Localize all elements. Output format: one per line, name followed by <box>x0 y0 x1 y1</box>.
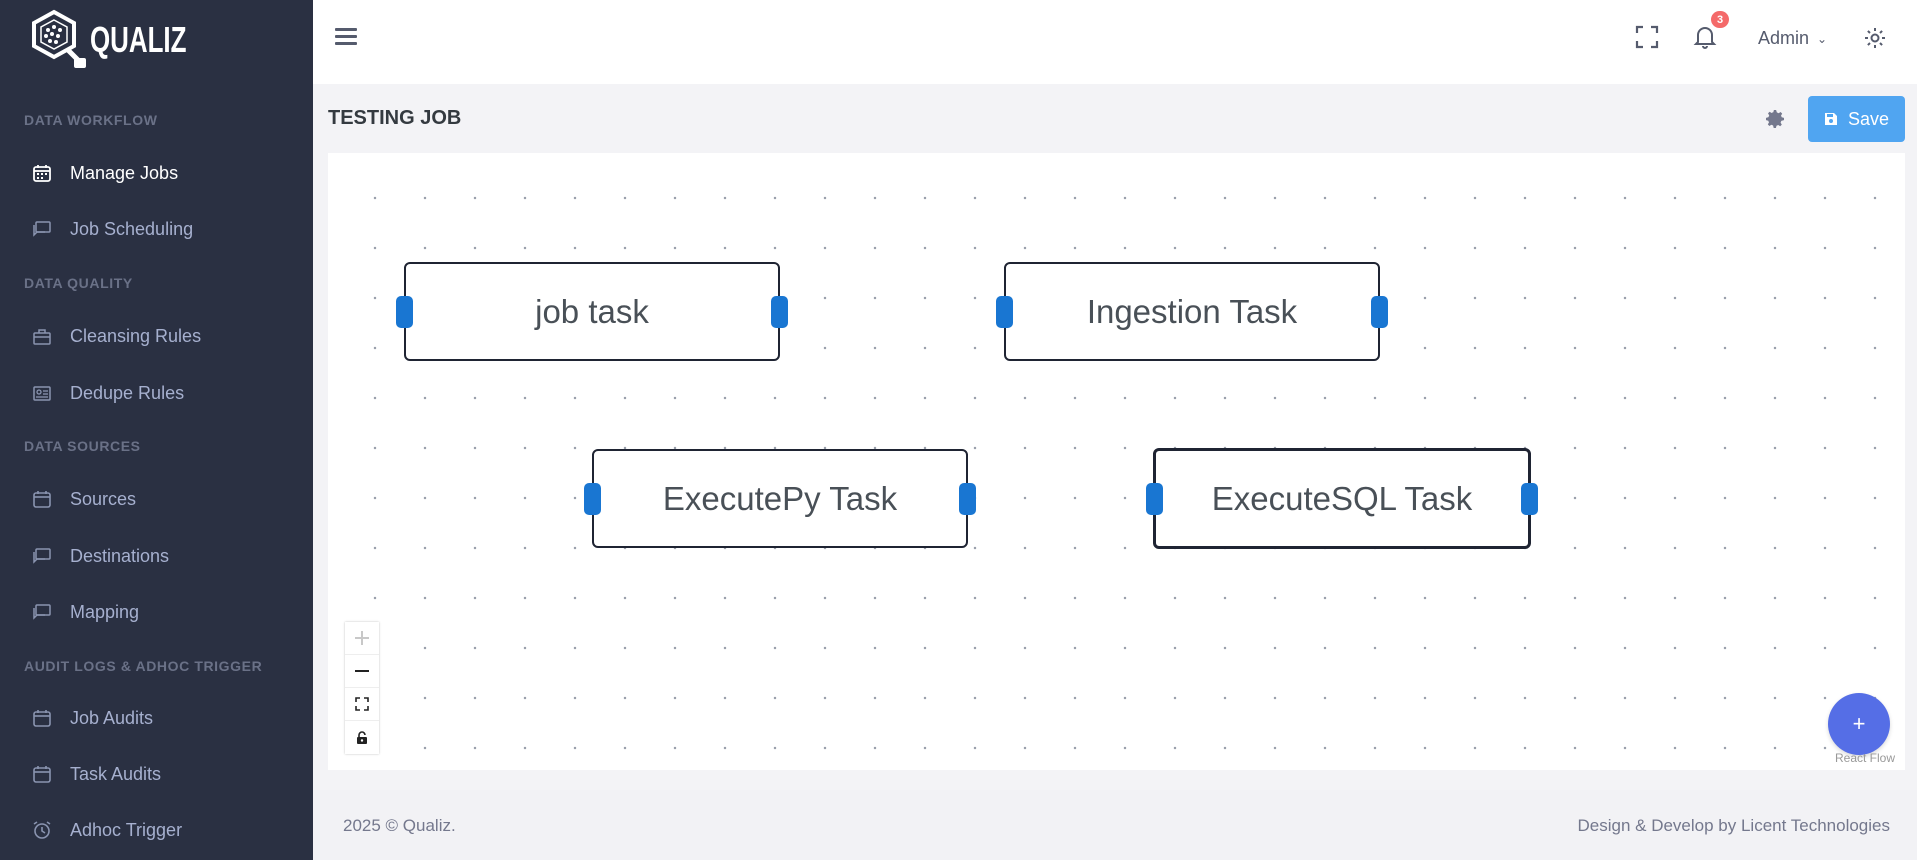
section-title-data-quality: DATA QUALITY <box>24 275 133 291</box>
flow-controls <box>345 622 379 754</box>
sidebar-item-label: Job Audits <box>70 707 154 728</box>
user-name: Admin <box>1758 28 1810 48</box>
sidebar-item-label: Manage Jobs <box>70 162 179 183</box>
sidebar: QUALIZ DATA WORKFLOW Manage Jobs Job Sch… <box>0 0 313 860</box>
briefcase-icon <box>30 324 54 348</box>
menu-toggle-icon[interactable] <box>335 28 357 50</box>
node-label: Ingestion Task <box>1086 292 1298 330</box>
add-node-button[interactable]: + <box>1828 693 1890 755</box>
qualiz-logo-icon <box>32 9 86 68</box>
chevron-down-icon: ⌄ <box>1817 31 1828 46</box>
sidebar-item-destinations[interactable]: Destinations <box>0 536 313 576</box>
lock-icon[interactable] <box>345 721 379 754</box>
fullscreen-icon[interactable] <box>1635 25 1659 54</box>
zoom-out-icon[interactable] <box>345 655 379 688</box>
sidebar-item-label: Sources <box>70 488 137 509</box>
sidebar-item-dedupe-rules[interactable]: Dedupe Rules <box>0 373 313 413</box>
save-button[interactable]: Save <box>1808 96 1905 142</box>
job-settings-gear-icon[interactable] <box>1763 107 1787 136</box>
topbar <box>313 0 1917 84</box>
sidebar-item-label: Task Audits <box>70 763 162 784</box>
node-label: ExecuteSQL Task <box>1211 479 1473 517</box>
bell-icon[interactable] <box>1692 24 1718 55</box>
brand-logo[interactable]: QUALIZ <box>28 8 224 72</box>
node-target-handle[interactable] <box>396 295 413 328</box>
react-flow-attribution[interactable]: React Flow <box>1835 751 1896 765</box>
calendar-icon <box>30 762 54 786</box>
user-menu[interactable]: Admin ⌄ <box>1758 28 1827 49</box>
sidebar-item-label: Destinations <box>70 545 170 566</box>
node-source-handle[interactable] <box>1371 295 1388 328</box>
save-button-label: Save <box>1847 108 1890 129</box>
sidebar-item-label: Cleansing Rules <box>70 325 202 346</box>
brand-name: QUALIZ <box>90 19 187 60</box>
alarm-clock-icon <box>30 818 54 842</box>
chat-icon <box>30 600 54 624</box>
credit-text: Design & Develop by Licent Technologies <box>1577 816 1891 835</box>
id-card-icon <box>30 381 54 405</box>
sidebar-item-task-audits[interactable]: Task Audits <box>0 754 313 794</box>
node-source-handle[interactable] <box>1521 482 1538 515</box>
node-label: ExecutePy Task <box>662 479 898 517</box>
sidebar-item-label: Dedupe Rules <box>70 382 185 403</box>
settings-gear-icon[interactable] <box>1863 26 1887 55</box>
calendar-icon <box>30 161 54 185</box>
flow-node-job-task[interactable]: job task <box>396 262 788 361</box>
calendar-icon <box>30 487 54 511</box>
flow-node-executesql-task[interactable]: ExecuteSQL Task <box>1146 448 1538 549</box>
copyright-text: 2025 © Qualiz. <box>343 816 456 835</box>
node-source-handle[interactable] <box>959 482 976 515</box>
section-title-data-workflow: DATA WORKFLOW <box>24 112 158 128</box>
node-target-handle[interactable] <box>1146 482 1163 515</box>
notification-badge: 3 <box>1711 11 1729 28</box>
node-source-handle[interactable] <box>771 295 788 328</box>
sidebar-item-mapping[interactable]: Mapping <box>0 592 313 632</box>
fit-view-icon[interactable] <box>345 688 379 721</box>
sidebar-item-adhoc-trigger[interactable]: Adhoc Trigger <box>0 810 313 850</box>
flow-node-executepy-task[interactable]: ExecutePy Task <box>584 449 976 548</box>
chat-icon <box>30 217 54 241</box>
flow-canvas[interactable]: job task Ingestion Task ExecutePy Task E… <box>328 153 1905 770</box>
sidebar-item-label: Adhoc Trigger <box>70 819 183 840</box>
sidebar-item-job-audits[interactable]: Job Audits <box>0 698 313 738</box>
section-title-audit-logs: AUDIT LOGS & ADHOC TRIGGER <box>24 658 263 674</box>
flow-node-ingestion-task[interactable]: Ingestion Task <box>996 262 1388 361</box>
footer: 2025 © Qualiz. Design & Develop by Licen… <box>313 790 1917 860</box>
sidebar-item-manage-jobs[interactable]: Manage Jobs <box>0 153 313 193</box>
sidebar-item-job-scheduling[interactable]: Job Scheduling <box>0 209 313 249</box>
section-title-data-sources: DATA SOURCES <box>24 438 141 454</box>
zoom-in-icon[interactable] <box>345 622 379 655</box>
sidebar-item-label: Mapping <box>70 601 140 622</box>
floppy-disk-icon <box>1824 113 1837 125</box>
sidebar-item-sources[interactable]: Sources <box>0 479 313 519</box>
node-target-handle[interactable] <box>996 295 1013 328</box>
node-target-handle[interactable] <box>584 482 601 515</box>
sidebar-item-cleansing-rules[interactable]: Cleansing Rules <box>0 316 313 356</box>
page-title: TESTING JOB <box>328 107 462 129</box>
chat-icon <box>30 544 54 568</box>
sidebar-item-label: Job Scheduling <box>70 218 194 239</box>
node-label: job task <box>535 292 649 330</box>
calendar-icon <box>30 706 54 730</box>
